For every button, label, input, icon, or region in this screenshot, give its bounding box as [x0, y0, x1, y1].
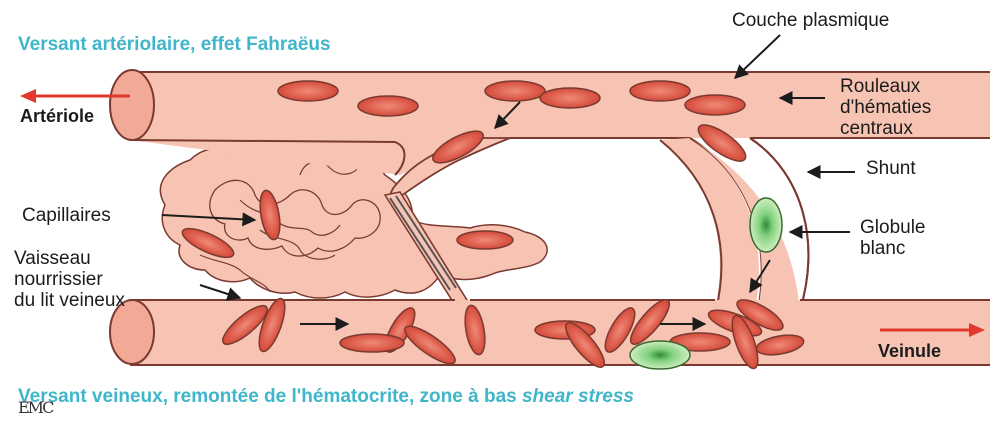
shunt-vessel [660, 138, 759, 310]
label-rouleaux-line1: Rouleaux [840, 76, 931, 97]
title-top: Versant artériolaire, effet Fahraëus [18, 34, 331, 55]
label-globule-line2: blanc [860, 238, 926, 259]
label-capillaires: Capillaires [22, 205, 111, 226]
label-rouleaux-line3: centraux [840, 118, 931, 139]
title-bottom-main: Versant veineux, remontée de l'hématocri… [18, 386, 522, 407]
title-bottom: Versant veineux, remontée de l'hématocri… [18, 386, 634, 407]
label-rouleaux: Rouleaux d'hématies centraux [840, 76, 931, 139]
arteriole-opening [110, 70, 154, 140]
label-shunt: Shunt [866, 158, 916, 179]
label-globule-line1: Globule [860, 217, 926, 238]
title-bottom-italic: shear stress [522, 386, 634, 407]
label-couche-plasmique: Couche plasmique [732, 10, 889, 31]
white-blood-cell-shunt [750, 198, 782, 252]
label-vaisseau: Vaisseau nourrissier du lit veineux [14, 248, 125, 311]
label-vaisseau-line2: nourrissier [14, 269, 125, 290]
white-blood-cell-venule [630, 341, 690, 369]
emc-logo: EMC [18, 398, 52, 417]
label-veinule: Veinule [878, 341, 941, 362]
label-rouleaux-line2: d'hématies [840, 97, 931, 118]
label-vaisseau-line3: du lit veineux [14, 290, 125, 311]
label-globule-blanc: Globule blanc [860, 217, 926, 259]
label-arteriole: Artériole [20, 106, 94, 127]
label-vaisseau-line1: Vaisseau [14, 248, 125, 269]
